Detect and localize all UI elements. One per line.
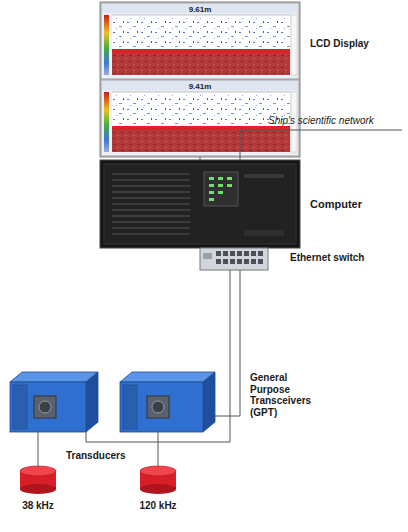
node-label: 38 kHz — [8, 500, 68, 512]
diagram-node — [10, 372, 98, 432]
node-label: 9.61m — [170, 5, 230, 14]
node-label: Computer — [310, 198, 400, 211]
free-label: Transducers — [66, 450, 156, 462]
diagram-node: 9.61m9.41mLCD Display — [100, 2, 300, 157]
node-label: Ethernet switch — [290, 252, 400, 264]
network-line — [240, 130, 402, 160]
transducer-symbol — [20, 466, 56, 494]
cable-connector — [215, 270, 240, 416]
diagram-node: 38 kHz — [20, 466, 56, 494]
transceiver-unit — [10, 372, 98, 432]
diagram-node: General Purpose Transceivers (GPT) — [120, 372, 215, 432]
cable-connector — [158, 432, 159, 466]
diagram-node: Computer — [100, 160, 300, 248]
computer-case — [100, 160, 300, 248]
cable-connector — [86, 270, 230, 442]
lcd-screenshot — [100, 2, 300, 157]
node-label: 120 kHz — [128, 500, 188, 512]
node-label: LCD Display — [310, 38, 405, 50]
cable-connector — [200, 157, 201, 160]
cable-connector — [38, 432, 39, 466]
ethernet-switch — [200, 248, 268, 270]
free-label: Ship's scientific network — [268, 115, 404, 127]
node-label: 9.41m — [170, 82, 230, 91]
diagram-node: 120 kHz — [140, 466, 176, 494]
transducer-symbol — [140, 466, 176, 494]
transceiver-unit — [120, 372, 215, 432]
node-label: General Purpose Transceivers (GPT) — [250, 372, 324, 418]
diagram-node: Ethernet switch — [200, 248, 268, 270]
